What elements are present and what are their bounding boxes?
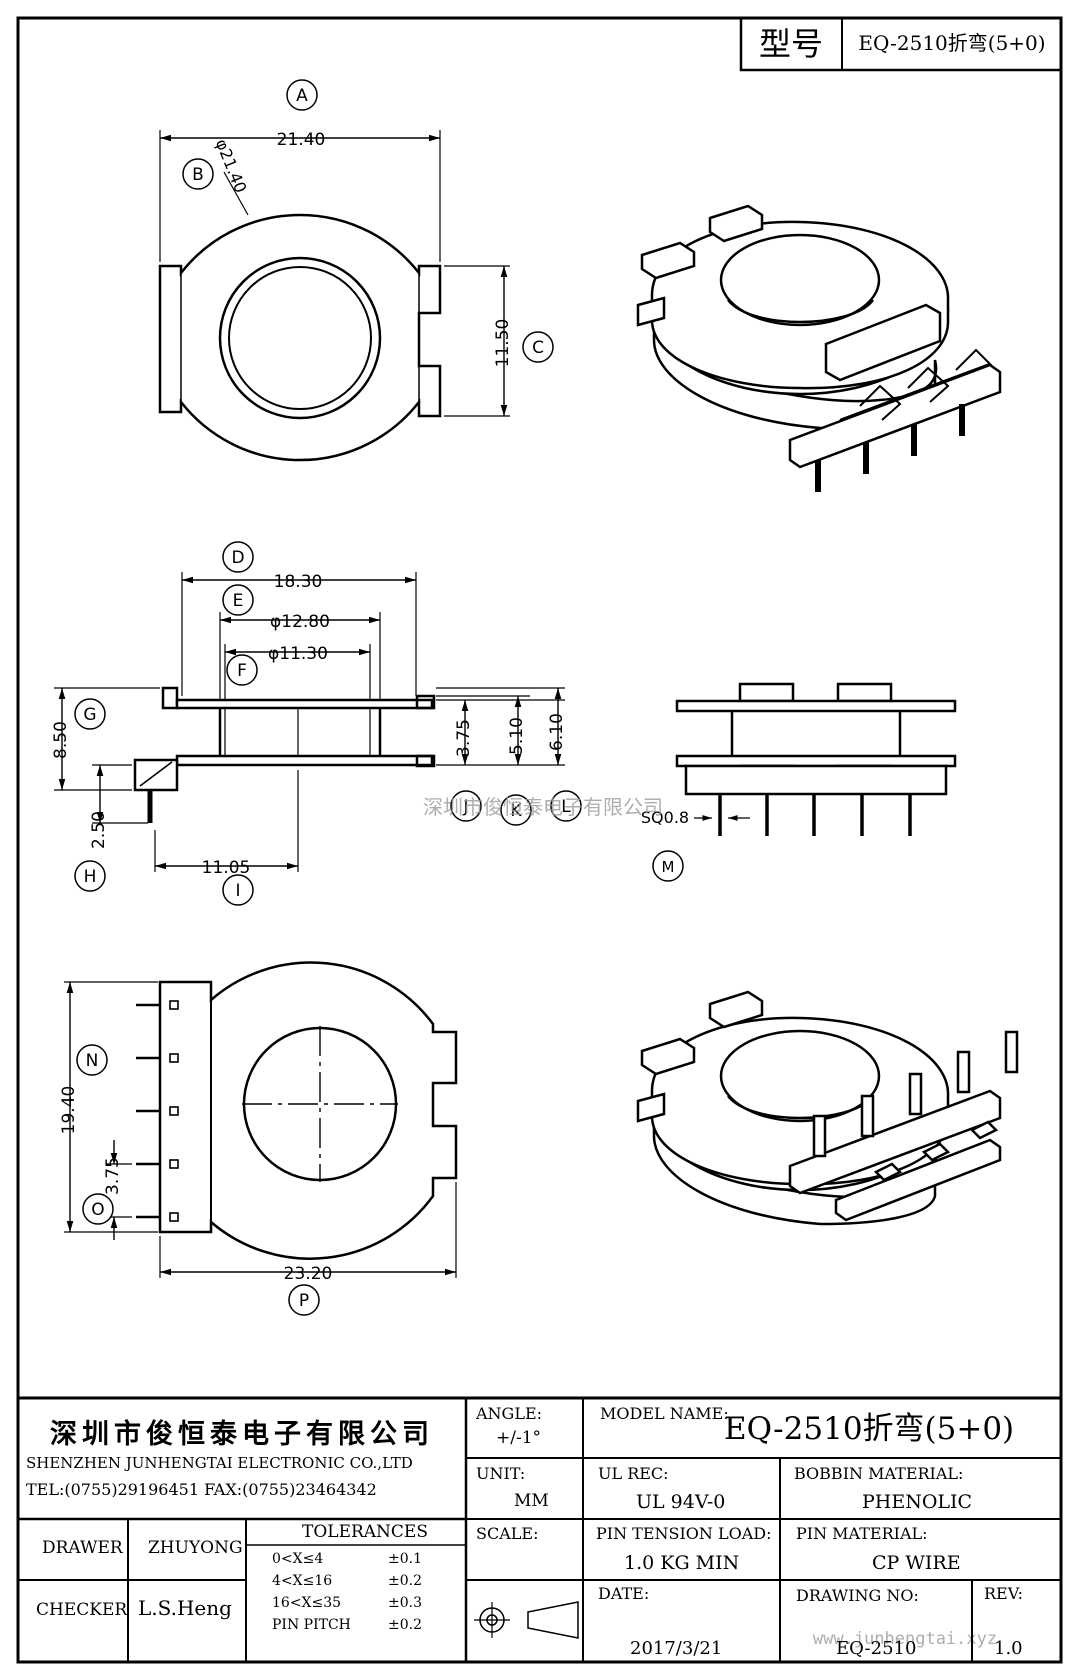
front-view [675,682,957,836]
dim-pin-len: 2.50 [89,811,109,849]
scale-label: SCALE: [476,1524,539,1543]
iso-view-pins-down [636,204,1002,492]
top-view-bore-inner [228,266,372,410]
drawing-no-value: EQ-2510 [836,1638,917,1659]
dim-width: 21.40 [277,130,326,150]
callout-l: L [561,797,571,817]
tolerance-value-3: ±0.3 [388,1595,422,1611]
callout-d: D [231,548,244,568]
callout-n: N [86,1051,99,1071]
model-name-label: MODEL NAME: [600,1404,729,1423]
watermark-company: 深圳市俊恒泰电子有限公司 [423,795,663,819]
callout-c: C [532,338,544,358]
tolerance-range-4: PIN PITCH [272,1617,351,1633]
dim-length: 18.30 [274,572,323,592]
pin-material-value: CP WIRE [872,1552,961,1574]
pin-tension-value: 1.0 KG MIN [624,1552,740,1574]
callout-h: H [84,867,97,887]
callout-g: G [83,705,96,725]
bottom-view [64,961,458,1278]
callout-o: O [91,1200,104,1220]
unit-value: MM [514,1491,549,1511]
header-model-label: 型号 [759,25,823,63]
drawer-label: DRAWER [42,1538,123,1558]
callout-i: I [235,881,240,901]
tolerance-value-4: ±0.2 [388,1617,422,1633]
dim-outer-dia: φ12.80 [270,612,330,632]
date-label: DATE: [598,1584,650,1603]
angle-label: ANGLE: [476,1404,543,1423]
callout-k: K [510,801,522,821]
bottom-view-outline [158,961,458,1260]
callout-b: B [192,165,204,185]
company-contact: TEL:(0755)29196451 FAX:(0755)23464342 [26,1480,377,1499]
dim-diameter: φ21.40 [212,136,251,195]
checker-label: CHECKER [36,1600,128,1620]
tolerance-range-2: 4<X≤16 [272,1573,333,1589]
date-value: 2017/3/21 [630,1638,723,1659]
dim-span: 19.40 [59,1086,79,1135]
dim-flange-b: 5.10 [507,717,527,755]
front-view-labels: SQ0.8 M [641,808,689,882]
checker-value: L.S.Heng [138,1596,232,1620]
dim-flange-a: 3.75 [454,719,474,757]
ul-label: UL REC: [598,1464,669,1483]
callout-m: M [662,858,675,876]
bobbin-material-value: PHENOLIC [862,1491,973,1513]
drawer-value: ZHUYONG [148,1538,243,1558]
tolerance-range-3: 16<X≤35 [272,1595,342,1611]
company-name-cn: 深圳市俊恒泰电子有限公司 [50,1419,434,1450]
tolerance-value-1: ±0.1 [388,1551,422,1567]
top-view [158,130,510,462]
header-model-box: 型号 EQ-2510折弯(5+0) [739,16,1063,72]
dim-pin-offset: 11.05 [202,858,251,878]
company-name-en: SHENZHEN JUNHENGTAI ELECTRONIC CO.,LTD [26,1454,413,1472]
bobbin-material-label: BOBBIN MATERIAL: [794,1464,964,1483]
rev-value: 1.0 [994,1638,1023,1659]
dim-flange-c: 6.10 [547,713,567,751]
tolerances-label: TOLERANCES [302,1522,428,1542]
dim-pitch: 3.75 [103,1157,123,1195]
bottom-view-labels: N O P 19.40 3.75 23.20 [59,1044,333,1316]
unit-label: UNIT: [476,1464,526,1483]
dim-height: 8.50 [51,721,71,759]
dim-total: 23.20 [284,1264,333,1284]
pin-tension-label: PIN TENSION LOAD: [596,1524,772,1543]
tolerance-range-1: 0<X≤4 [272,1551,324,1567]
dim-slot: 11.50 [493,319,513,368]
side-view [54,572,565,872]
drawing-no-label: DRAWING NO: [796,1586,919,1605]
callout-a: A [296,86,308,106]
dim-pin-sq: SQ0.8 [641,808,689,827]
ul-value: UL 94V-0 [636,1491,726,1513]
top-view-outline [158,213,442,462]
callout-e: E [233,591,244,611]
sheet-border [16,16,1063,1664]
iso-view-pins-up [636,990,1019,1226]
watermark-url: www.junhengtai.xyz [813,1629,997,1649]
pin-material-label: PIN MATERIAL: [796,1524,928,1543]
side-view-labels: D E F G H I J K L 18.30 φ12.80 φ11.30 8.… [51,541,582,906]
header-model-value: EQ-2510折弯(5+0) [858,31,1045,55]
dim-inner-dia: φ11.30 [268,644,328,664]
rev-label: REV: [984,1584,1024,1603]
callout-f: F [237,661,247,681]
top-view-bore-outer [218,256,382,420]
angle-value: +/-1° [496,1428,542,1448]
title-block-grid [18,1396,1061,1662]
callout-j: J [462,797,468,817]
tolerance-value-2: ±0.2 [388,1573,422,1589]
callout-p: P [299,1291,309,1311]
model-name-value: EQ-2510折弯(5+0) [724,1411,1015,1447]
title-block-company: 深圳市俊恒泰电子有限公司 SHENZHEN JUNHENGTAI ELECTRO… [18,1398,466,1561]
